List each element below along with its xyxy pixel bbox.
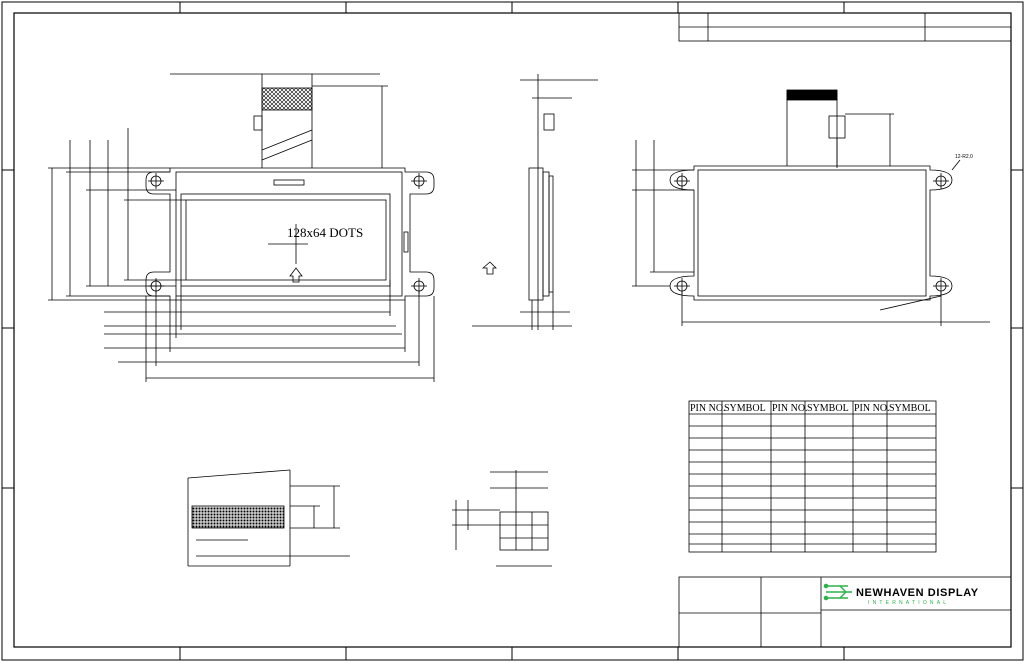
pin-table-header-cell: PIN NO.: [772, 403, 808, 414]
logo-name: NEWHAVEN DISPLAY: [856, 587, 979, 599]
pin-table-header-cell: SYMBOL: [807, 403, 849, 414]
revision-block: [678, 12, 1012, 42]
pin-table-header-cell: PIN NO.: [854, 403, 890, 414]
dot-enlargement-view: [452, 470, 552, 567]
back-view: [632, 89, 990, 326]
circuit-logo-icon: [823, 583, 852, 601]
pin-table-header: PIN NO. SYMBOL PIN NO. SYMBOL PIN NO. SY…: [690, 403, 931, 414]
side-view: [472, 74, 598, 330]
hole-note: 12-R2.0: [955, 154, 973, 160]
pin-table: [688, 400, 937, 553]
pin-table-header-cell: PIN NO.: [690, 403, 726, 414]
company-logo: NEWHAVEN DISPLAY INTERNATIONAL: [823, 583, 979, 606]
pixel-detail-view: [187, 469, 350, 567]
title-block: [678, 576, 1012, 648]
pin-table-header-cell: SYMBOL: [889, 403, 931, 414]
dots-label: 128x64 DOTS: [287, 225, 363, 240]
front-view: [48, 73, 435, 382]
pin-table-header-cell: SYMBOL: [724, 403, 766, 414]
logo-subtitle: INTERNATIONAL: [868, 600, 949, 606]
